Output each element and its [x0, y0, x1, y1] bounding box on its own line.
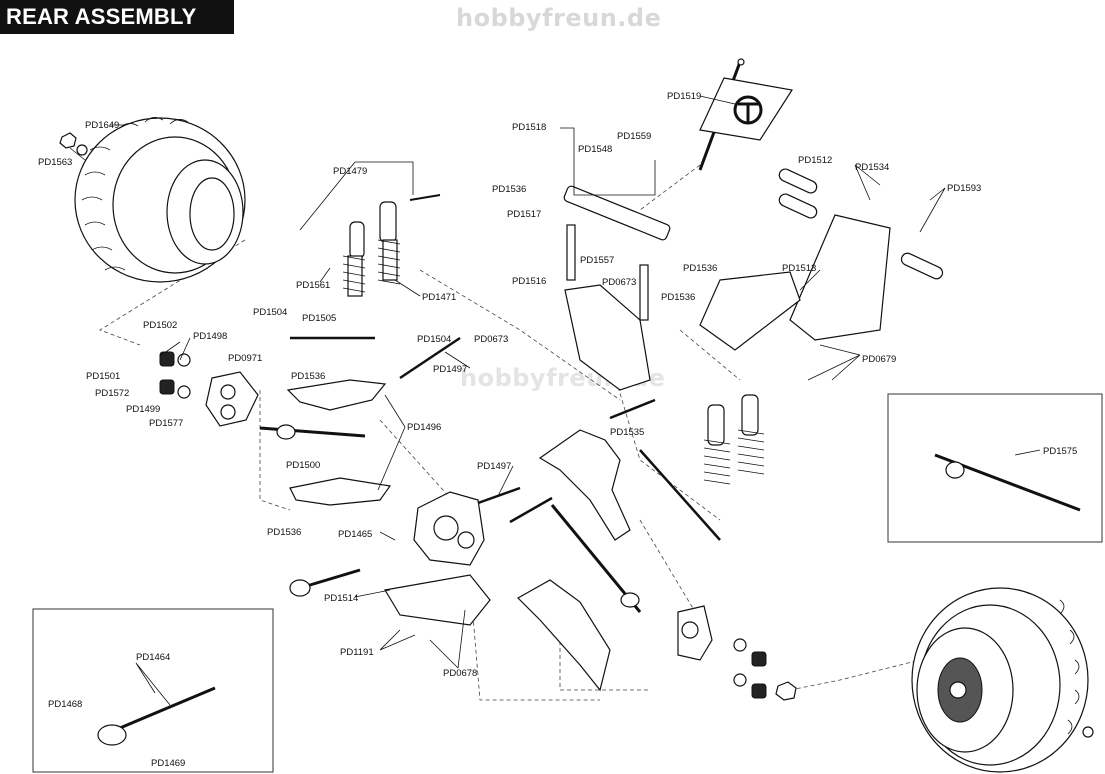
part-labels: PD1649 PD1563 PD1479 PD1561 PD1471 PD151…	[38, 91, 1077, 769]
inset-box-driveshaft-right	[887, 393, 1103, 543]
label-pd1479: PD1479	[333, 166, 367, 177]
shock-absorber-icon	[703, 394, 765, 485]
label-pd1536-c: PD1536	[661, 292, 695, 303]
shock-absorber-icon	[342, 194, 441, 297]
shock-tower-icon	[563, 185, 671, 391]
label-pd1512: PD1512	[798, 155, 832, 166]
label-pd1191: PD1191	[340, 647, 374, 658]
label-pd0678: PD0678	[443, 668, 477, 679]
label-pd1593: PD1593	[947, 183, 981, 194]
hub-carrier-icon	[159, 351, 259, 427]
label-pd1504-b: PD1504	[417, 334, 451, 345]
label-pd0673-a: PD0673	[602, 277, 636, 288]
label-pd1519: PD1519	[667, 91, 701, 102]
tire-icon	[74, 117, 246, 283]
tire-icon	[911, 587, 1089, 773]
label-pd1502: PD1502	[143, 320, 177, 331]
wheel-nut-icon	[59, 132, 88, 156]
a-arm-icon	[286, 379, 631, 692]
label-pd1497-a: PD1497	[433, 364, 467, 375]
label-pd1468: PD1468	[48, 699, 82, 710]
bumper-icon	[699, 168, 944, 351]
label-pd1505: PD1505	[302, 313, 336, 324]
drive-shaft-icon	[97, 453, 1081, 746]
label-pd1513: PD1513	[782, 263, 816, 274]
label-pd1501: PD1501	[86, 371, 120, 382]
label-pd1577: PD1577	[149, 418, 183, 429]
gearbox-icon	[384, 491, 491, 626]
label-pd1536-b: PD1536	[683, 263, 717, 274]
label-pd1499: PD1499	[126, 404, 160, 415]
wheel-nut-icon	[775, 681, 1094, 738]
label-pd1649: PD1649	[85, 120, 119, 131]
label-pd1516: PD1516	[512, 276, 546, 287]
label-pd1548: PD1548	[578, 144, 612, 155]
hub-carrier-icon	[677, 605, 767, 699]
drive-shaft-icon	[259, 336, 721, 613]
label-pd0679: PD0679	[862, 354, 896, 365]
label-pd1536-e: PD1536	[267, 527, 301, 538]
label-pd1500: PD1500	[286, 460, 320, 471]
label-pd1536-d: PD1536	[291, 371, 325, 382]
label-pd1563: PD1563	[38, 157, 72, 168]
label-pd1497-b: PD1497	[477, 461, 511, 472]
label-pd1471: PD1471	[422, 292, 456, 303]
label-pd1496: PD1496	[407, 422, 441, 433]
watermark-top: hobbyfreun.de	[456, 4, 662, 32]
label-pd1514: PD1514	[324, 593, 358, 604]
label-pd1534: PD1534	[855, 162, 889, 173]
label-pd1504-a: PD1504	[253, 307, 287, 318]
label-pd1465: PD1465	[338, 529, 372, 540]
flag-icon	[698, 58, 793, 171]
label-pd1517: PD1517	[507, 209, 541, 220]
label-pd1572: PD1572	[95, 388, 129, 399]
label-pd1469: PD1469	[151, 758, 185, 769]
label-pd1535: PD1535	[610, 427, 644, 438]
label-pd1561: PD1561	[296, 280, 330, 291]
label-pd0673-b: PD0673	[474, 334, 508, 345]
label-pd1575: PD1575	[1043, 446, 1077, 457]
page-title: REAR ASSEMBLY	[0, 0, 234, 34]
label-pd1559: PD1559	[617, 131, 651, 142]
label-pd1536-a: PD1536	[492, 184, 526, 195]
label-pd1498: PD1498	[193, 331, 227, 342]
label-pd1518: PD1518	[512, 122, 546, 133]
label-pd1464: PD1464	[136, 652, 170, 663]
leader-lines	[69, 95, 1041, 706]
label-pd0971: PD0971	[228, 353, 262, 364]
label-pd1557: PD1557	[580, 255, 614, 266]
